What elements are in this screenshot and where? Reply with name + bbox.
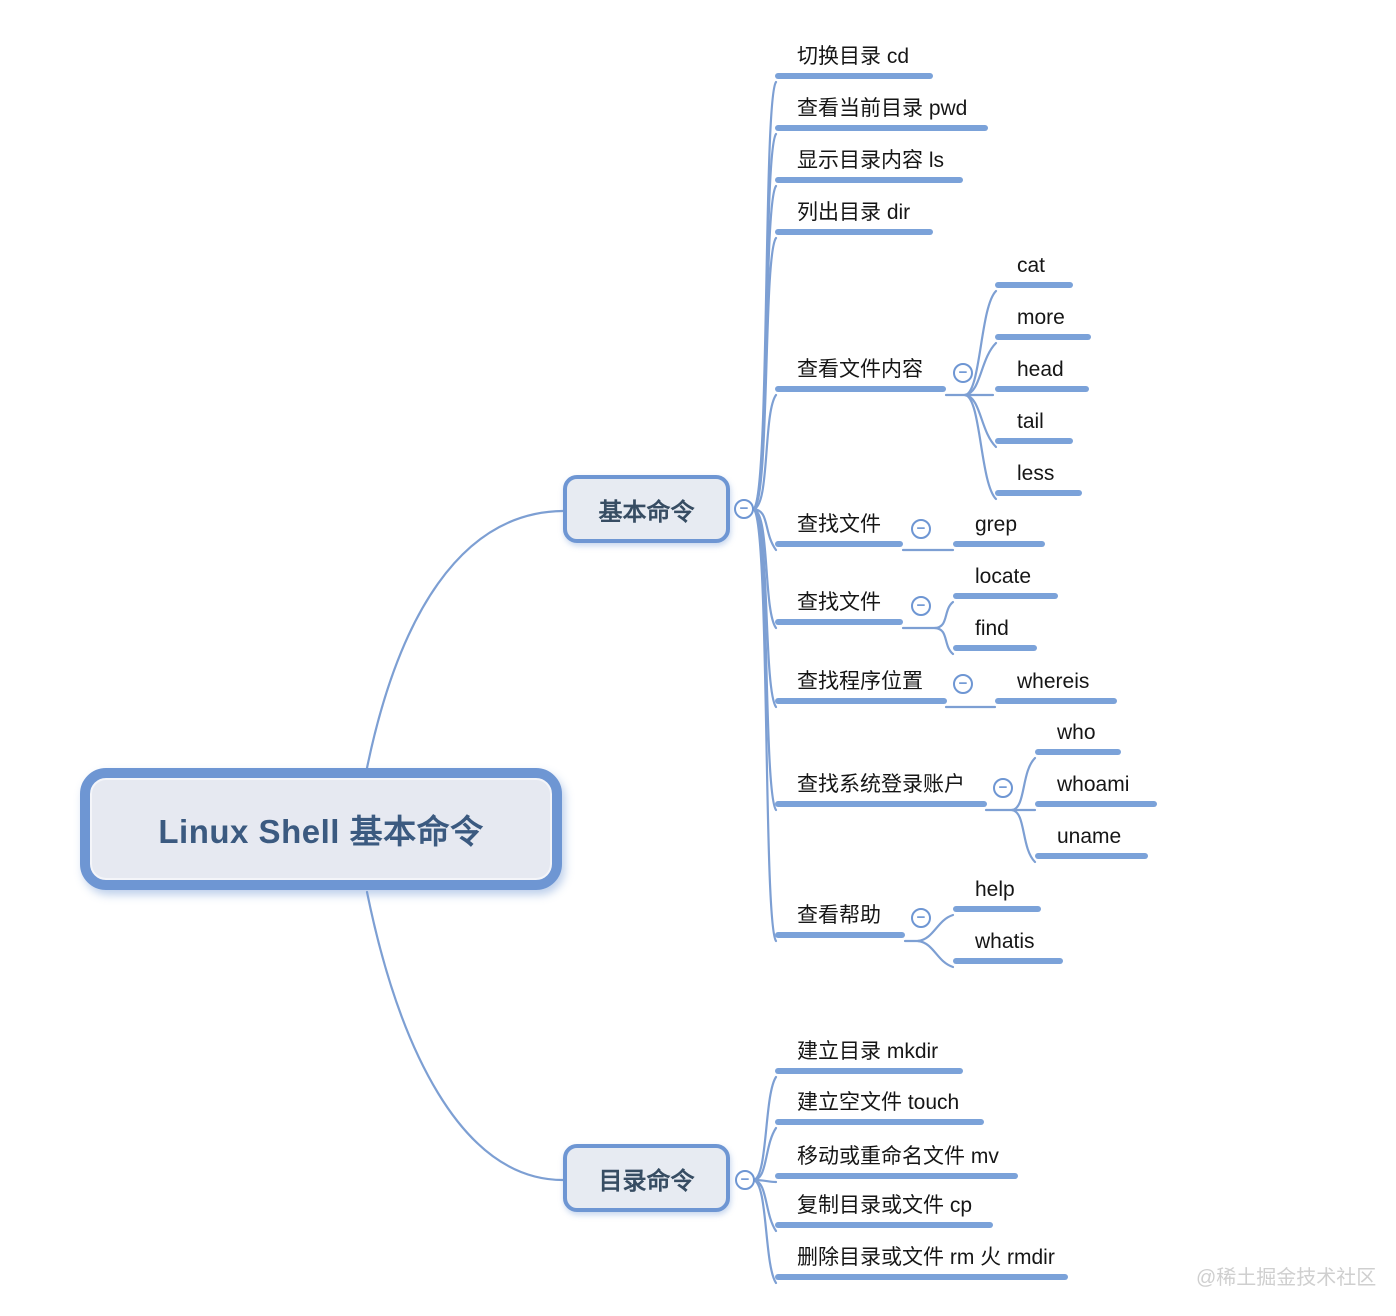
collapse-button-find-program[interactable]: − (953, 674, 973, 694)
node-touch[interactable]: 建立空文件 touch (775, 1090, 984, 1125)
node-mkdir[interactable]: 建立目录 mkdir (775, 1039, 963, 1074)
node-rm-rmdir[interactable]: 删除目录或文件 rm 火 rmdir (775, 1245, 1068, 1280)
node-view-file-content[interactable]: 查看文件内容 (775, 357, 946, 392)
node-whoami[interactable]: whoami (1035, 772, 1157, 807)
watermark: @稀土掘金技术社区 (1196, 1267, 1377, 1289)
root-label: Linux Shell 基本命令 (158, 813, 484, 850)
node-cd[interactable]: 切换目录 cd (775, 44, 933, 79)
node-find-file-1[interactable]: 查找文件 (775, 512, 903, 547)
node-less[interactable]: less (995, 461, 1082, 496)
node-find-program-location[interactable]: 查找程序位置 (775, 669, 947, 704)
node-find-login-accounts[interactable]: 查找系统登录账户 (775, 772, 987, 807)
node-mv[interactable]: 移动或重命名文件 mv (775, 1144, 1018, 1179)
node-whatis[interactable]: whatis (953, 929, 1063, 964)
node-ls[interactable]: 显示目录内容 ls (775, 148, 963, 183)
node-view-help[interactable]: 查看帮助 (775, 903, 905, 938)
collapse-button-directory-commands[interactable]: − (735, 1170, 755, 1190)
node-pwd[interactable]: 查看当前目录 pwd (775, 96, 988, 131)
node-root[interactable]: Linux Shell 基本命令 (80, 768, 562, 890)
collapse-button-login-accounts[interactable]: − (993, 778, 1013, 798)
node-uname[interactable]: uname (1035, 824, 1148, 859)
node-help[interactable]: help (953, 877, 1041, 912)
node-directory-commands[interactable]: 目录命令 (563, 1144, 730, 1212)
node-find-file-2[interactable]: 查找文件 (775, 590, 903, 625)
node-basic-commands[interactable]: 基本命令 (563, 475, 730, 543)
node-head[interactable]: head (995, 357, 1089, 392)
node-whereis[interactable]: whereis (995, 669, 1117, 704)
collapse-button-view-help[interactable]: − (911, 908, 931, 928)
node-cat[interactable]: cat (995, 253, 1073, 288)
node-grep[interactable]: grep (953, 512, 1045, 547)
collapse-button-find-file-grep[interactable]: − (911, 519, 931, 539)
node-locate[interactable]: locate (953, 564, 1058, 599)
node-more[interactable]: more (995, 305, 1091, 340)
branch-label: 基本命令 (598, 498, 695, 526)
collapse-button-view-file-content[interactable]: − (953, 363, 973, 383)
branch-label: 目录命令 (598, 1167, 695, 1195)
node-cp[interactable]: 复制目录或文件 cp (775, 1193, 993, 1228)
collapse-button-find-file-locate[interactable]: − (911, 596, 931, 616)
node-dir[interactable]: 列出目录 dir (775, 200, 933, 235)
collapse-button-basic-commands[interactable]: − (734, 499, 754, 519)
node-find[interactable]: find (953, 616, 1037, 651)
node-who[interactable]: who (1035, 720, 1121, 755)
node-tail[interactable]: tail (995, 409, 1073, 444)
